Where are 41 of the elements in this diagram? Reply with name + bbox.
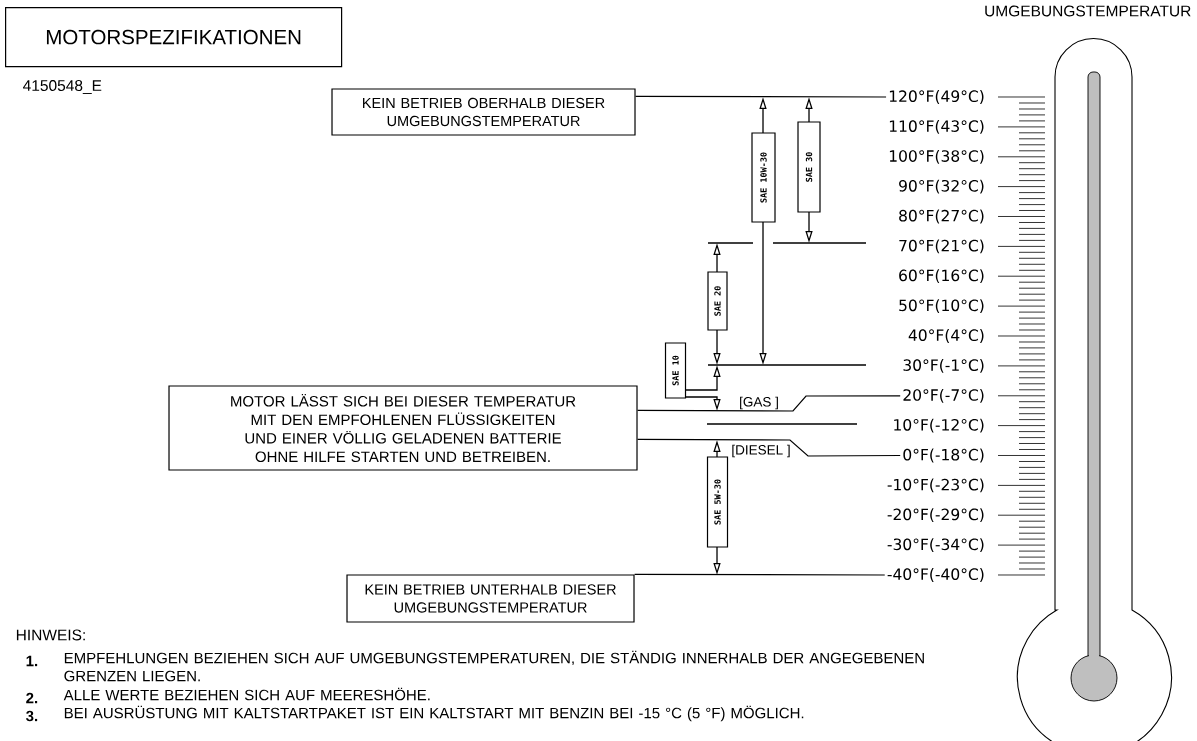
temperature-label: 20°F(-7°C) — [903, 388, 984, 403]
temperature-label: 70°F(21°C) — [899, 239, 984, 254]
title-box: MOTORSPEZIFIKATIONEN — [5, 7, 343, 68]
temperature-label: -30°F(-34°C) — [887, 538, 984, 552]
oil-grade-box: SAE 10 — [664, 342, 687, 399]
oil-grade-box: SAE 10W-30 — [751, 132, 776, 223]
note-text: ALLE WERTE BEZIEHEN SICH AUF MEERESHÖHE. — [63, 687, 430, 701]
temperature-label: 0°F(-18°C) — [903, 448, 984, 463]
note-number: 2. — [26, 692, 38, 704]
temperature-label: 30°F(-1°C) — [903, 359, 984, 373]
temperature-label: 110°F(43°C) — [889, 120, 984, 134]
edge-label: [DIESEL ] — [730, 444, 792, 458]
temperature-label: 40°F(4°C) — [908, 329, 984, 343]
temperature-label: 60°F(16°C) — [899, 269, 984, 284]
connector-line — [634, 573, 886, 576]
temperature-label: 120°F(49°C) — [889, 90, 984, 104]
note-box: KEIN BETRIEB UNTERHALB DIESER UMGEBUNGSTEMPERATUR — [346, 574, 635, 623]
temperature-label: -20°F(-29°C) — [887, 508, 984, 523]
note-number: 1. — [26, 655, 38, 667]
temperature-label: 50°F(10°C) — [899, 299, 984, 313]
connector-line — [637, 395, 901, 412]
label: HINWEIS: — [16, 629, 85, 641]
note-box: KEIN BETRIEB OBERHALB DIESER UMGEBUNGSTEMPERATUR — [331, 88, 636, 136]
label: UMGEBUNGSTEMPERATUR — [985, 5, 1191, 17]
temperature-label: 80°F(27°C) — [899, 209, 984, 224]
temperature-label: 10°F(-12°C) — [894, 418, 984, 433]
temperature-label: 100°F(38°C) — [889, 149, 984, 164]
oil-grade-box: SAE 5W-30 — [706, 456, 729, 548]
connector-line — [637, 438, 901, 457]
connector-line — [635, 95, 887, 98]
label: 4150548_E — [23, 80, 102, 94]
note-text: BEI AUSRÜSTUNG MIT KALTSTARTPAKET IST EIN KALTSTART MIT BENZIN BEI -15 °C (5 °F) MÖGLICH. — [64, 705, 804, 722]
oil-grade-box: SAE 20 — [707, 271, 728, 331]
note-box: MOTOR LÄSST SICH BEI DIESER TEMPERATUR MIT DEN EMPFOHLENEN FLÜSSIGKEITEN UND EINER VÖLLIG GELADENEN BATTERIE OHNE HILFE STARTEN UND BETREIBEN. — [168, 385, 638, 471]
note-text: EMPFEHLUNGEN BEZIEHEN SICH AUF UMGEBUNGSTEMPERATUREN, DIE STÄNDIG INNERHALB DER ANGEGEBENEN GRENZEN LIEGEN. — [64, 650, 924, 682]
note-number: 3. — [26, 710, 38, 722]
edge-label: [GAS ] — [738, 396, 780, 410]
temperature-label: -40°F(-40°C) — [887, 568, 984, 582]
temperature-label: -10°F(-23°C) — [887, 478, 984, 493]
oil-grade-box: SAE 30 — [797, 121, 821, 213]
temperature-label: 90°F(32°C) — [899, 179, 984, 194]
